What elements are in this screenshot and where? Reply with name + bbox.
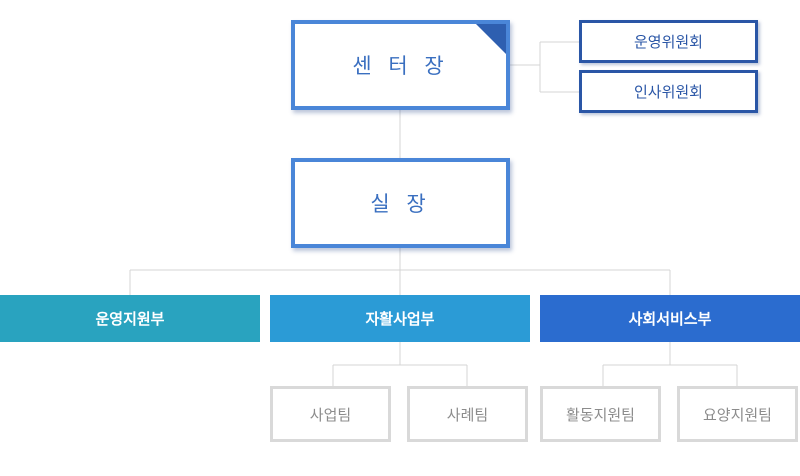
committee-personnel-label: 인사위원회 — [633, 83, 703, 101]
department-operation-support[interactable]: 운영지원부 — [0, 295, 260, 342]
committee-personnel[interactable]: 인사위원회 — [579, 70, 758, 113]
department-self-sufficiency[interactable]: 자활사업부 — [270, 295, 530, 342]
department-social-service-label: 사회서비스부 — [628, 310, 712, 328]
department-self-sufficiency-label: 자활사업부 — [365, 310, 435, 328]
team-activity-support[interactable]: 활동지원팀 — [540, 386, 661, 442]
office-chief-label: 실 장 — [370, 192, 431, 216]
center-director-label: 센 터 장 — [352, 54, 449, 78]
team-care-support[interactable]: 요양지원팀 — [677, 386, 798, 442]
office-chief-box[interactable]: 실 장 — [291, 158, 510, 248]
center-director-box[interactable]: 센 터 장 — [291, 20, 510, 110]
committee-operation[interactable]: 운영위원회 — [579, 20, 758, 63]
team-case[interactable]: 사례팀 — [407, 386, 528, 442]
team-activity-support-label: 활동지원팀 — [565, 405, 635, 424]
team-business[interactable]: 사업팀 — [270, 386, 391, 442]
department-operation-support-label: 운영지원부 — [95, 310, 165, 328]
team-care-support-label: 요양지원팀 — [702, 405, 772, 424]
committee-operation-label: 운영위원회 — [633, 33, 703, 51]
team-business-label: 사업팀 — [309, 405, 352, 424]
team-case-label: 사례팀 — [446, 405, 489, 424]
corner-fold-decoration — [476, 24, 506, 54]
department-social-service[interactable]: 사회서비스부 — [540, 295, 800, 342]
